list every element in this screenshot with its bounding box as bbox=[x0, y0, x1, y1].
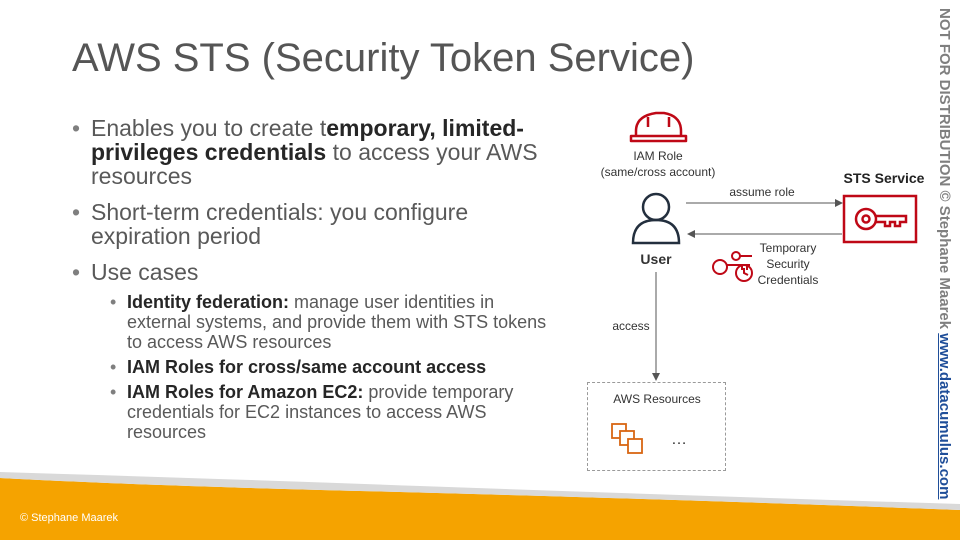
bullet-text: to access your AWS resources bbox=[91, 139, 538, 189]
use-case-list: Identity federation: manage user identit… bbox=[72, 292, 552, 442]
user-icon bbox=[631, 192, 681, 245]
temporary-credentials-label: Temporary Security Credentials bbox=[748, 240, 828, 288]
use-case-title: Identity federation: bbox=[127, 292, 290, 312]
footer-copyright: © Stephane Maarek bbox=[20, 512, 118, 524]
bullet-emphasis: emporary, limited-privileges credentials bbox=[91, 115, 524, 165]
bullet-text: Short-term credentials: you configure ex… bbox=[91, 199, 469, 249]
use-case-title: IAM Roles for cross/same account access bbox=[127, 357, 487, 377]
hard-hat-icon bbox=[629, 111, 688, 143]
bullet-text: Use cases bbox=[91, 259, 199, 285]
assume-role-label: assume role bbox=[729, 185, 795, 199]
bullet-use-cases: Use cases bbox=[72, 260, 552, 284]
use-case-text: manage user identities in external syste… bbox=[127, 292, 547, 352]
more-resources-ellipsis: … bbox=[671, 431, 687, 448]
iam-role-title: IAM Role bbox=[633, 149, 683, 163]
use-case-cross-account: IAM Roles for cross/same account access bbox=[91, 357, 552, 377]
temp-line: Temporary bbox=[759, 241, 817, 255]
aws-resources-label: AWS Resources bbox=[613, 392, 701, 406]
resources-icon bbox=[611, 423, 643, 454]
bullet-list: Enables you to create temporary, limited… bbox=[72, 116, 552, 447]
temp-line: Credentials bbox=[757, 273, 819, 287]
key-icon bbox=[842, 194, 918, 244]
user-label: User bbox=[640, 251, 672, 267]
iam-role-scope: (same/cross account) bbox=[600, 165, 716, 179]
footer-accent bbox=[0, 472, 960, 510]
use-case-ec2: IAM Roles for Amazon EC2: provide tempor… bbox=[91, 382, 552, 442]
use-case-title: IAM Roles for Amazon EC2: bbox=[127, 382, 364, 402]
credentials-icon bbox=[712, 251, 753, 282]
aws-resources-box bbox=[587, 382, 726, 471]
watermark-label: NOT FOR DISTRIBUTION © Stephane Maarek bbox=[936, 8, 953, 334]
use-case-identity-federation: Identity federation: manage user identit… bbox=[91, 292, 552, 352]
bullet-text: Enables you to create t bbox=[91, 115, 327, 141]
footer-band bbox=[0, 478, 960, 540]
access-label: access bbox=[612, 319, 650, 333]
watermark-text: NOT FOR DISTRIBUTION © Stephane Maarek w… bbox=[933, 8, 955, 528]
use-case-text: provide temporary credentials for EC2 in… bbox=[127, 382, 514, 442]
slide-title: AWS STS (Security Token Service) bbox=[72, 36, 695, 80]
iam-role-label: IAM Role (same/cross account) bbox=[586, 148, 730, 180]
bullet-temporary-credentials: Enables you to create temporary, limited… bbox=[72, 116, 552, 188]
side-watermark: NOT FOR DISTRIBUTION © Stephane Maarek w… bbox=[933, 8, 955, 528]
watermark-link[interactable]: www.datacumulus.com bbox=[936, 333, 953, 500]
sts-service-label: STS Service bbox=[843, 170, 925, 186]
temp-line: Security bbox=[766, 257, 810, 271]
bullet-short-term: Short-term credentials: you configure ex… bbox=[72, 200, 552, 248]
